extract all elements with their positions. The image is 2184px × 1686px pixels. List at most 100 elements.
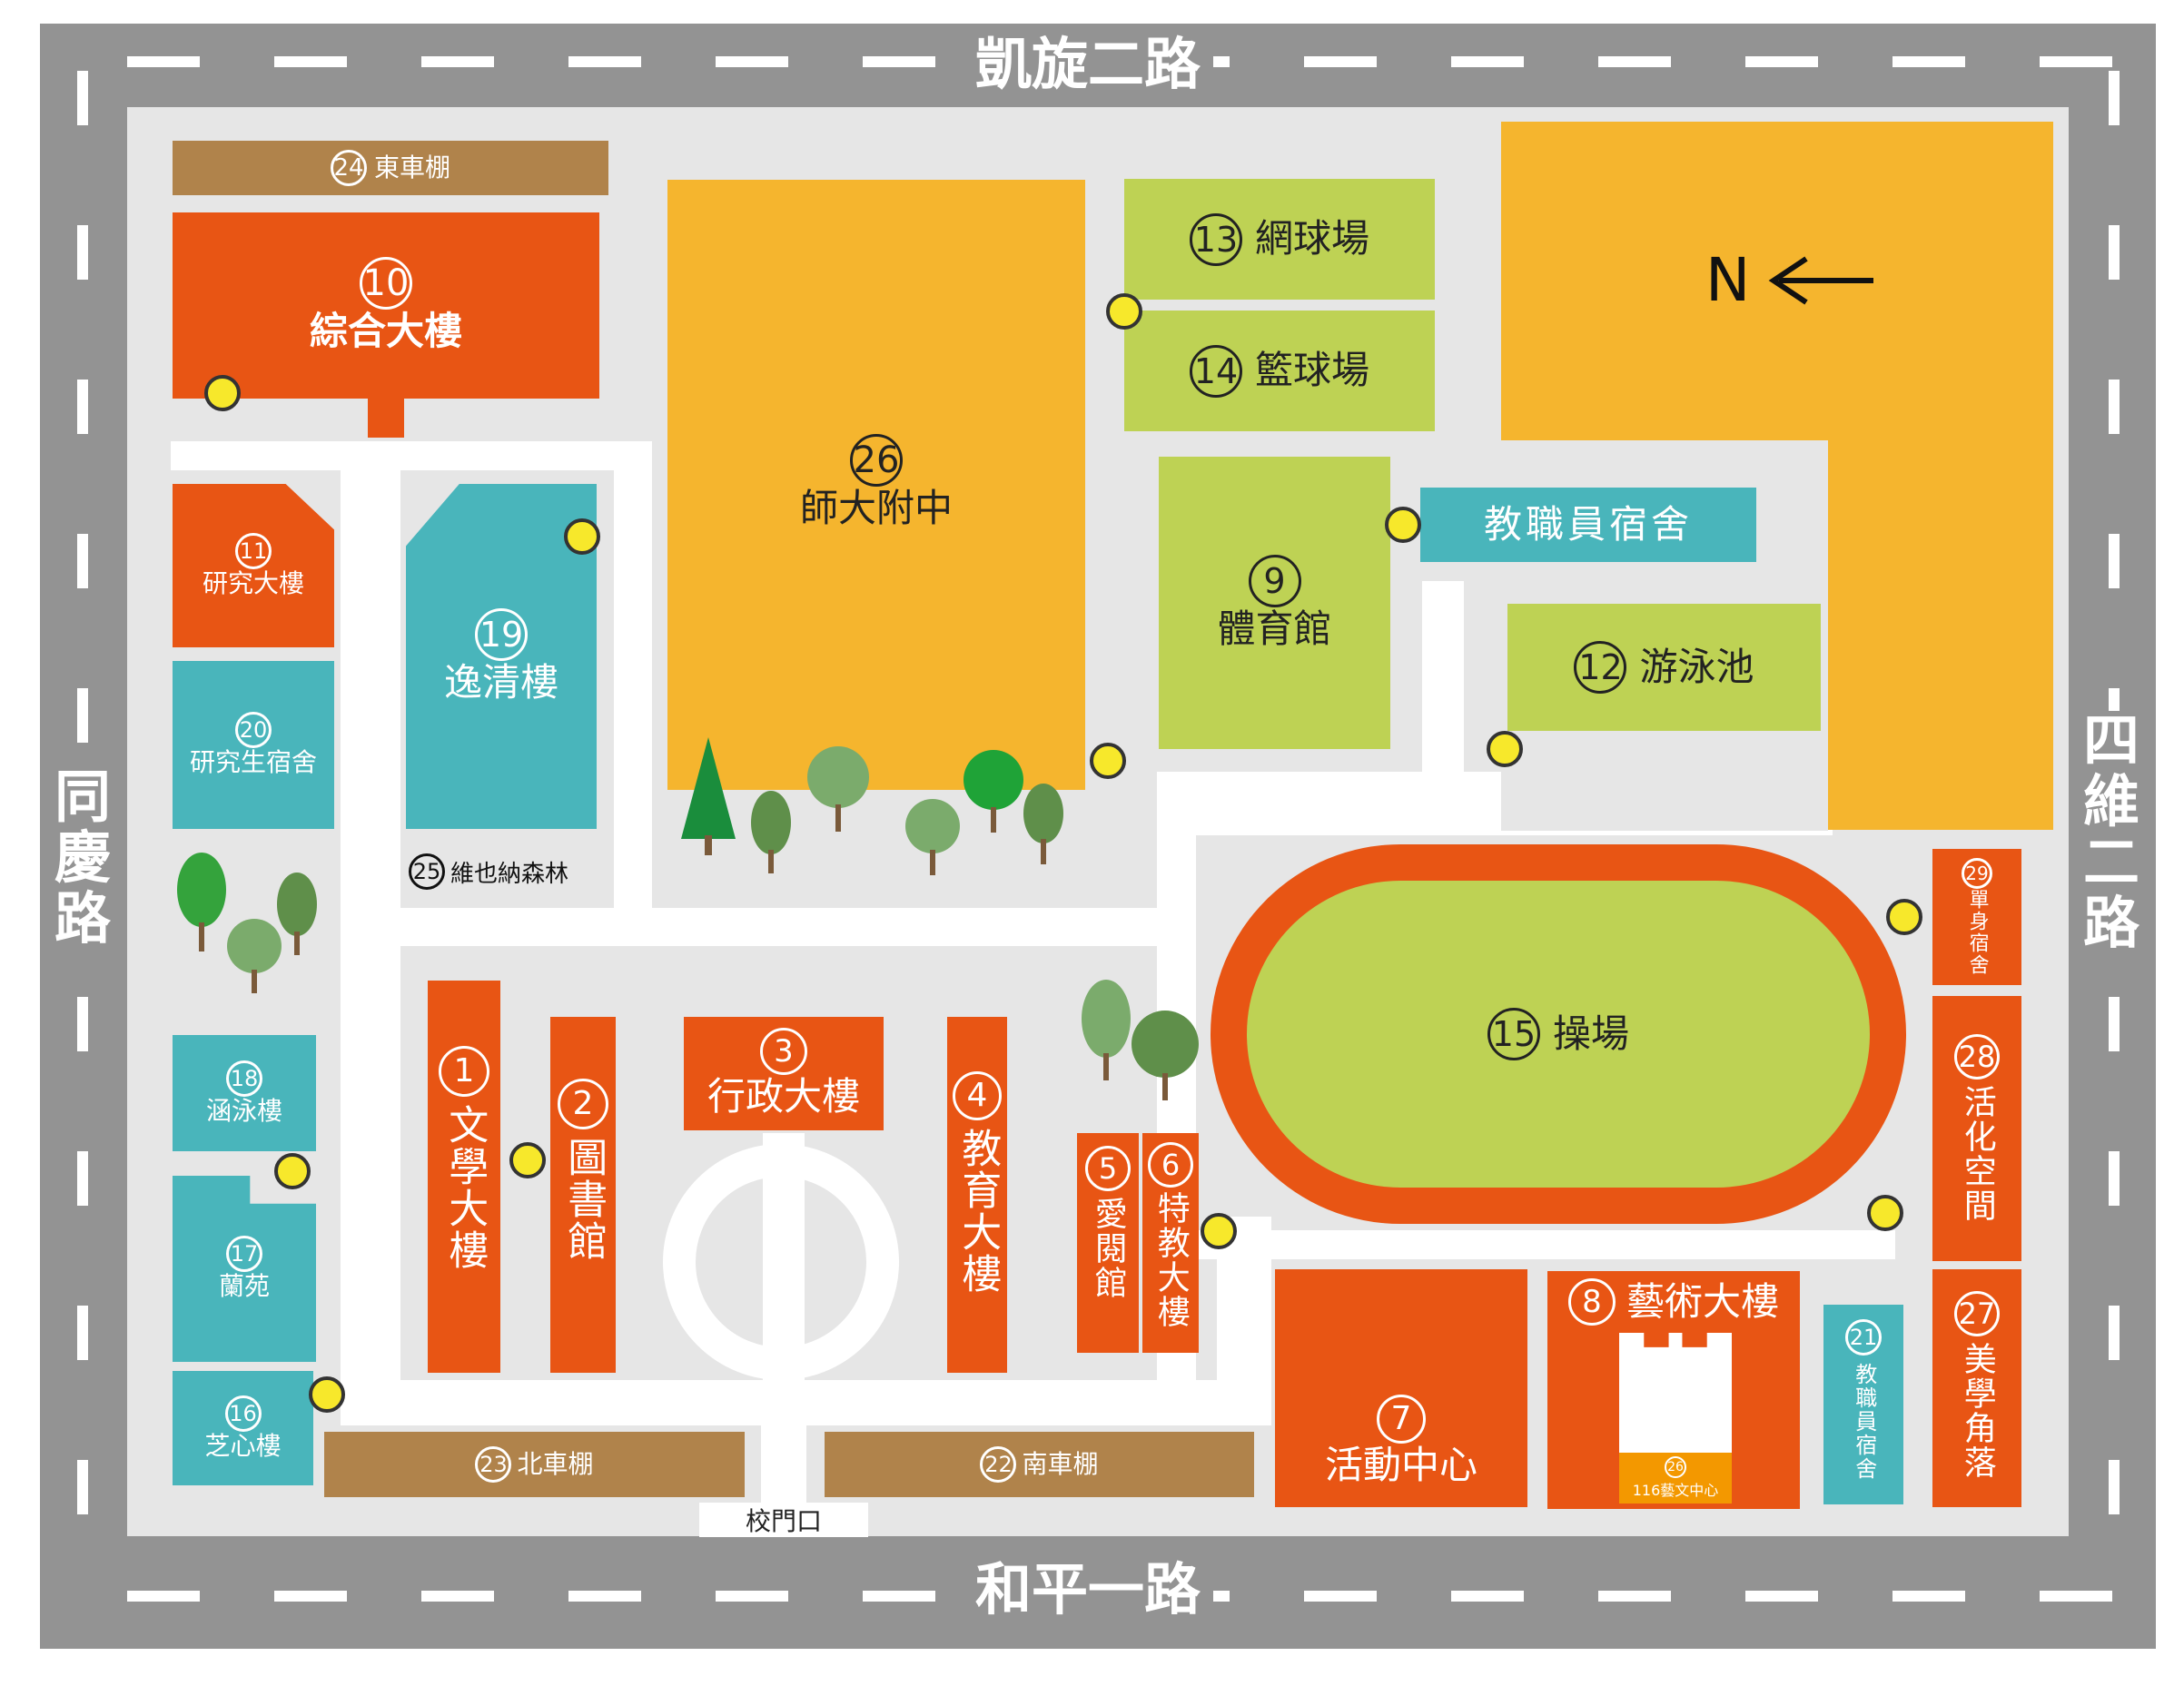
- building-25[interactable]: 25 維也納森林: [409, 849, 608, 894]
- building-17[interactable]: 17 蘭苑: [173, 1176, 316, 1362]
- building-10-number: 10: [360, 257, 412, 311]
- building-14-number: 14: [1189, 344, 1242, 398]
- entrance-marker[interactable]: [1201, 1213, 1237, 1249]
- lane-dash: [716, 1591, 788, 1602]
- building-22[interactable]: 22 南車棚: [825, 1432, 1254, 1497]
- lane-dash: [2040, 56, 2112, 67]
- entrance-marker[interactable]: [309, 1376, 345, 1413]
- lane-dash: [2040, 1591, 2112, 1602]
- building-2-name: 圖書館: [560, 1137, 608, 1262]
- building-16-number: 16: [224, 1395, 262, 1432]
- lane-dash: [1304, 56, 1377, 67]
- lane-dash: [1451, 1591, 1524, 1602]
- road-label-west: 同慶路: [51, 766, 114, 950]
- compass-letter: N: [1705, 245, 1751, 315]
- building-20[interactable]: 20 研究生宿舍: [173, 661, 334, 829]
- entrance-marker[interactable]: [1886, 899, 1922, 935]
- lane-dash: [2109, 380, 2120, 434]
- building-24[interactable]: 24 東車棚: [173, 141, 608, 195]
- building-29[interactable]: 29 單身宿舍: [1932, 849, 2021, 985]
- building-29-number: 29: [1962, 858, 1992, 889]
- entrance-marker[interactable]: [274, 1153, 311, 1189]
- building-7-name: 活動中心: [1324, 1442, 1477, 1487]
- lane-dash: [274, 1591, 347, 1602]
- lane-dash: [1598, 1591, 1671, 1602]
- building-4-name: 教育大樓: [954, 1128, 1002, 1295]
- entrance-marker[interactable]: [1090, 743, 1126, 779]
- tree-icon: [1082, 980, 1131, 1080]
- building-5[interactable]: 5 愛閱館: [1077, 1133, 1139, 1353]
- road-label-south: 和平一路: [963, 1562, 1214, 1618]
- building-18-number: 18: [226, 1060, 262, 1097]
- road-label-north: 凱旋二路: [963, 36, 1214, 93]
- building-24-number: 24: [330, 150, 367, 186]
- walkway: [1196, 1230, 1895, 1259]
- entrance-marker[interactable]: [1385, 507, 1421, 543]
- lane-dash: [863, 56, 935, 67]
- building-9[interactable]: 9 體育館: [1159, 457, 1390, 749]
- tree-icon: [681, 737, 736, 855]
- lane-dash: [568, 1591, 641, 1602]
- lane-dash: [421, 1591, 494, 1602]
- building-10-entrance: [368, 396, 404, 438]
- lane-dash: [77, 1151, 88, 1206]
- lane-dash: [1451, 56, 1524, 67]
- building-6[interactable]: 6 特教大樓: [1142, 1133, 1199, 1353]
- building-15: 15 操場: [1247, 881, 1870, 1188]
- building-10[interactable]: 10 綜合大樓: [173, 212, 599, 399]
- entrance-marker[interactable]: [204, 375, 241, 411]
- tree-icon: [807, 746, 869, 832]
- building-28[interactable]: 28 活化空間: [1932, 996, 2021, 1261]
- building-13-name: 網球場: [1254, 216, 1369, 261]
- walkway: [1217, 1217, 1271, 1425]
- entrance-marker[interactable]: [1487, 731, 1523, 767]
- building-2[interactable]: 2 圖書館: [550, 1017, 616, 1373]
- compass-arrow-icon: [1768, 256, 1874, 304]
- building-11-name: 研究大樓: [202, 567, 304, 598]
- building-9-number: 9: [1248, 554, 1301, 607]
- building-5-number: 5: [1085, 1146, 1131, 1191]
- building-7[interactable]: 7 活動中心: [1275, 1269, 1527, 1507]
- building-22-name: 南車棚: [1022, 1448, 1099, 1479]
- lane-dash: [127, 1591, 200, 1602]
- tree-icon: [905, 799, 960, 875]
- lane-dash: [77, 71, 88, 125]
- entrance-marker[interactable]: [564, 518, 600, 555]
- roundabout: [663, 1144, 899, 1380]
- building-13[interactable]: 13 網球場: [1124, 179, 1435, 300]
- lane-dash: [127, 56, 200, 67]
- building-20-name: 研究生宿舍: [189, 747, 317, 778]
- building-staff-dorm[interactable]: 教職員宿舍: [1420, 488, 1756, 562]
- school-gate[interactable]: 校門口: [699, 1503, 868, 1537]
- lane-dash: [2109, 225, 2120, 280]
- entrance-marker[interactable]: [1106, 293, 1142, 330]
- building-14[interactable]: 14 籃球場: [1124, 311, 1435, 431]
- building-11[interactable]: 11 研究大樓: [173, 484, 334, 647]
- building-14-name: 籃球場: [1254, 348, 1369, 393]
- tree-icon: [1132, 1011, 1199, 1100]
- building-17-number: 17: [226, 1236, 262, 1273]
- building-24-name: 東車棚: [373, 152, 450, 182]
- walkway: [614, 441, 652, 913]
- building-16[interactable]: 16 芝心樓: [173, 1371, 313, 1485]
- building-21[interactable]: 21 教職員宿舍: [1823, 1305, 1903, 1504]
- lane-dash: [274, 56, 347, 67]
- building-3[interactable]: 3 行政大樓: [684, 1017, 884, 1130]
- building-26-name: 師大附中: [799, 486, 953, 530]
- building-15-number: 15: [1487, 1008, 1540, 1060]
- entrance-marker[interactable]: [509, 1142, 546, 1178]
- building-18[interactable]: 18 涵泳樓: [173, 1035, 316, 1151]
- building-25-number: 25: [409, 853, 445, 890]
- building-27[interactable]: 27 美學角落: [1932, 1269, 2021, 1507]
- building-12[interactable]: 12 游泳池: [1507, 604, 1821, 731]
- building-1[interactable]: 1 文學大樓: [428, 981, 500, 1373]
- entrance-marker[interactable]: [1867, 1195, 1903, 1231]
- building-21-name: 教職員宿舍: [1851, 1363, 1877, 1481]
- building-26-arts-center[interactable]: 26 116藝文中心: [1619, 1453, 1732, 1504]
- building-4[interactable]: 4 教育大樓: [947, 1017, 1007, 1373]
- lane-dash: [1745, 1591, 1818, 1602]
- lane-dash: [716, 56, 788, 67]
- building-23[interactable]: 23 北車棚: [324, 1432, 745, 1497]
- building-26-high-school[interactable]: 26 師大附中: [667, 180, 1085, 790]
- building-26-arts-center-number: 26: [1665, 1456, 1686, 1478]
